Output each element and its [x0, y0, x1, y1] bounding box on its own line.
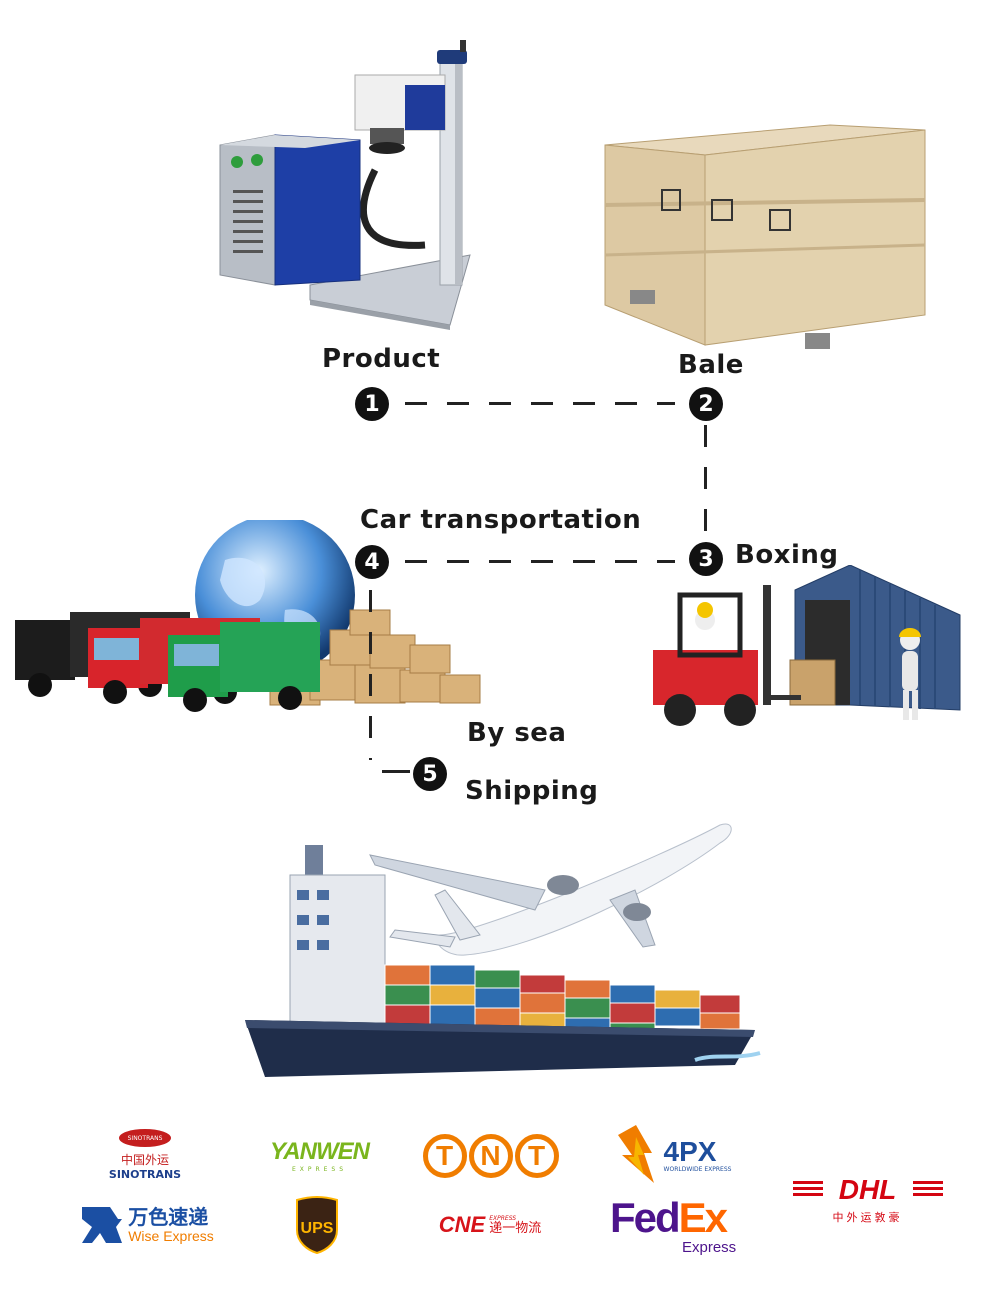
- sinotrans-logo: SINOTRANS 中国外运 SINOTRANS: [95, 1125, 195, 1185]
- tnt-logo: T N T: [418, 1128, 563, 1184]
- sinotrans-badge: SINOTRANS: [119, 1129, 171, 1147]
- bale-crate-image: [600, 95, 930, 355]
- tnt-letter-n: N: [468, 1134, 513, 1178]
- connector-4-5: [369, 590, 372, 760]
- by-sea-label: By sea: [467, 718, 567, 748]
- step-5-label: Shipping: [465, 776, 599, 806]
- tnt-letter-t2: T: [514, 1134, 559, 1178]
- tnt-letter-t1: T: [422, 1134, 467, 1178]
- shipping-image: [245, 815, 765, 1080]
- step-3-label: Boxing: [735, 540, 839, 570]
- step-2-label: Bale: [678, 350, 744, 380]
- 4px-sub: WORLDWIDE EXPRESS: [663, 1165, 732, 1173]
- dhl-cn: 中外运敦豪: [832, 1210, 903, 1224]
- step-5-number: 5: [413, 757, 447, 791]
- sinotrans-en: SINOTRANS: [108, 1168, 182, 1181]
- dhl-text: DHL: [822, 1174, 913, 1205]
- step-1-label: Product: [322, 344, 441, 374]
- connector-2-3: [704, 425, 707, 540]
- step-1-number: 1: [355, 387, 389, 421]
- connector-3-4: [405, 560, 675, 563]
- connector-1-2: [405, 402, 675, 405]
- cne-sub: EXPRESS: [489, 1214, 517, 1222]
- cne-logo: CNE EXPRESS 递一物流: [430, 1210, 550, 1240]
- yanwen-sub: EXPRESS: [291, 1165, 348, 1173]
- wise-express-emblem-icon: [82, 1207, 123, 1243]
- fedex-fed-text: Fed: [610, 1193, 681, 1241]
- boxing-forklift-image: [645, 565, 965, 730]
- cne-text: CNE: [438, 1212, 486, 1237]
- ups-logo: UPS: [292, 1195, 342, 1255]
- fedex-ex-text: Ex: [678, 1193, 728, 1241]
- dhl-logo: DHL 中外运敦豪: [790, 1172, 945, 1227]
- car-transportation-image: [10, 520, 490, 715]
- wise-express-en: Wise Express: [128, 1228, 214, 1244]
- step-4-label: Car transportation: [360, 505, 642, 535]
- product-image: [215, 40, 485, 330]
- sinotrans-cn: 中国外运: [120, 1153, 169, 1167]
- yanwen-text: YANWEN: [270, 1137, 370, 1165]
- yanwen-logo: YANWEN EXPRESS: [262, 1135, 377, 1175]
- connector-5-stub: [382, 770, 410, 773]
- ups-text: UPS: [301, 1220, 334, 1237]
- step-4-number: 4: [355, 545, 389, 579]
- wise-express-cn: 万色速递: [128, 1205, 209, 1229]
- wise-express-logo: 万色速递 Wise Express: [72, 1200, 222, 1250]
- fedex-sub: Express: [682, 1238, 737, 1256]
- 4px-flame-icon: [617, 1125, 654, 1183]
- 4px-logo: 4PX WORLDWIDE EXPRESS: [605, 1125, 740, 1185]
- 4px-text: 4PX: [663, 1135, 717, 1167]
- cne-cn: 递一物流: [489, 1220, 542, 1236]
- step-2-number: 2: [689, 387, 723, 421]
- step-3-number: 3: [689, 542, 723, 576]
